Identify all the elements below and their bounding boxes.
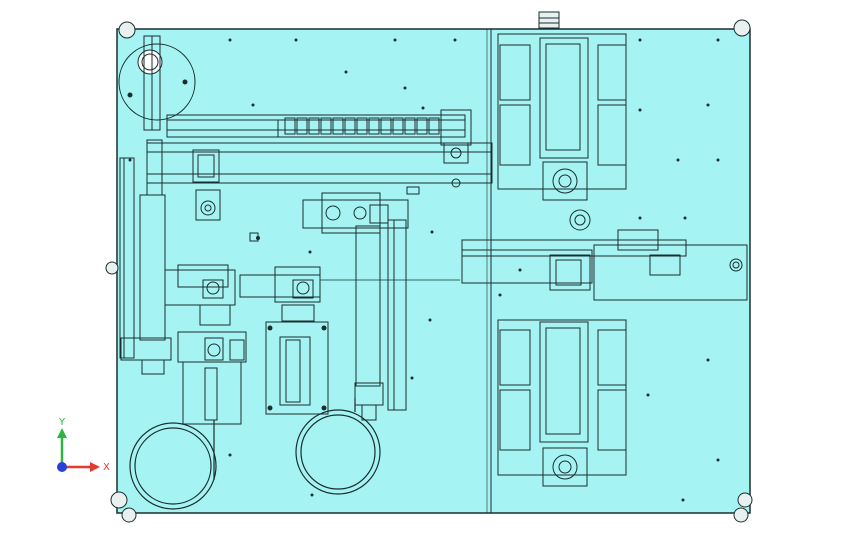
top-connector[interactable] bbox=[538, 11, 560, 29]
z-axis-dot bbox=[57, 462, 67, 472]
foot-bottom-right-1 bbox=[737, 492, 753, 508]
station-bottom-right[interactable] bbox=[497, 319, 627, 487]
gripper-module-left[interactable] bbox=[164, 264, 236, 326]
linear-conveyor[interactable] bbox=[166, 109, 472, 164]
y-axis-arrowhead bbox=[57, 428, 67, 438]
base-plate[interactable] bbox=[116, 28, 751, 514]
mounting-holes bbox=[128, 38, 720, 502]
foot-bottom-left bbox=[110, 491, 128, 509]
axis-triad: Y X bbox=[57, 417, 110, 473]
left-cable-chain[interactable] bbox=[119, 139, 172, 375]
y-axis-label: Y bbox=[58, 417, 66, 428]
lower-left-assembly[interactable] bbox=[177, 331, 247, 425]
reel-middle[interactable] bbox=[295, 398, 381, 495]
right-slide-table[interactable] bbox=[461, 229, 748, 301]
middle-vertical-module[interactable] bbox=[302, 192, 409, 421]
conveyor-chain bbox=[284, 117, 440, 135]
corner-feet bbox=[105, 19, 753, 523]
reel-left[interactable] bbox=[129, 420, 217, 510]
x-axis-label: X bbox=[103, 462, 110, 473]
foot-top-right bbox=[733, 19, 751, 37]
foot-mid-left bbox=[105, 261, 119, 275]
rotary-feeder[interactable] bbox=[118, 35, 196, 131]
foot-top-left bbox=[118, 21, 136, 39]
gripper-module-middle[interactable] bbox=[239, 266, 321, 322]
foot-bottom-left-2 bbox=[121, 507, 137, 523]
x-axis-arrowhead bbox=[90, 462, 100, 472]
station-top-right[interactable] bbox=[497, 33, 627, 231]
lower-middle-assembly[interactable] bbox=[265, 321, 329, 415]
foot-bottom-right-2 bbox=[733, 507, 749, 523]
